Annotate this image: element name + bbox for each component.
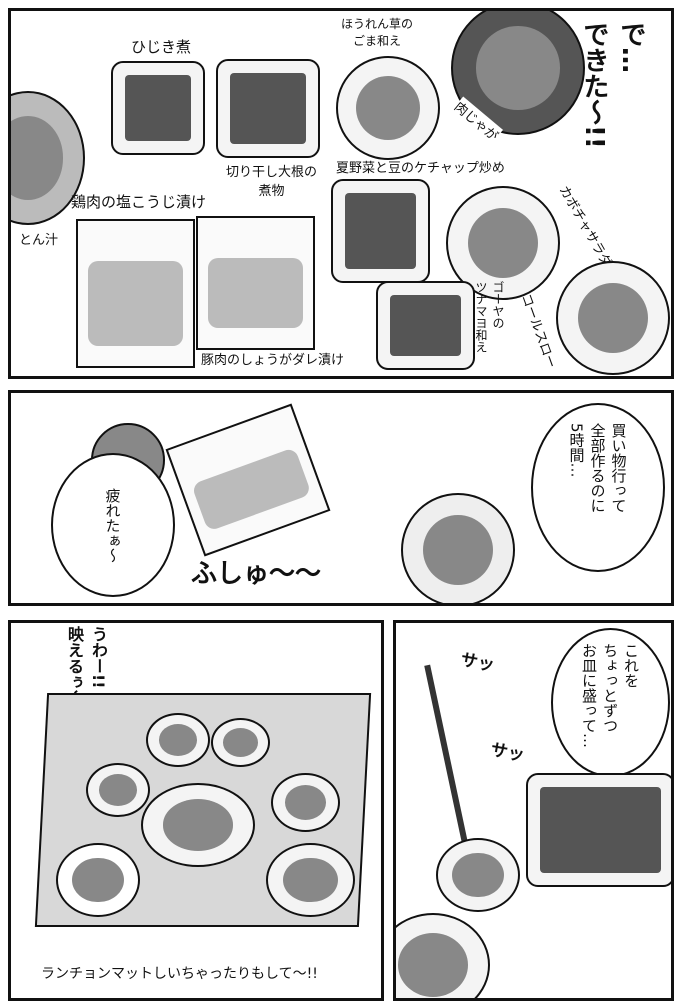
speech-tired: 疲れたぁ〜 xyxy=(103,487,122,563)
soup-bowl xyxy=(266,843,355,917)
spinach-dish xyxy=(336,56,440,160)
kiriboshi-dish xyxy=(216,59,320,158)
label-kabocha: カボチャサラダ xyxy=(555,183,614,270)
label-goya: ゴーヤの ツナマヨ和え xyxy=(474,281,505,353)
natsuyasai-dish xyxy=(331,179,430,283)
sfx-fushu: ふしゅ〜〜 xyxy=(191,559,322,589)
sfx-sa-1: サッ xyxy=(459,650,497,676)
sfx-sa-2: サッ xyxy=(489,740,527,766)
pork-bag xyxy=(196,216,315,350)
coleslaw-dish xyxy=(556,261,670,375)
speech-serve: これを ちょっとずつ お皿に盛って… xyxy=(580,642,640,748)
plate xyxy=(211,718,270,767)
done-exclaim: で… できた〜!! xyxy=(579,21,646,149)
chicken-bag xyxy=(76,219,195,368)
bowl xyxy=(146,713,210,767)
speech-bubble-serve: これを ちょっとずつ お皿に盛って… xyxy=(551,628,670,777)
panel-1: とん汁 ひじき煮 切り干し大根の 煮物 ほうれん草の ごま和え で… できた〜!… xyxy=(8,8,674,379)
label-tonjiru: とん汁 xyxy=(19,233,59,248)
coleslaw-container xyxy=(526,773,671,887)
label-hijiki: ひじき煮 xyxy=(131,38,192,56)
label-spinach: ほうれん草の ごま和え xyxy=(341,17,414,48)
small-bowl xyxy=(396,913,490,998)
speech-five-hours: 買い物行って 全部作るのに 5時間… xyxy=(567,422,628,513)
bowl xyxy=(271,773,340,832)
label-kiriboshi: 切り干し大根の 煮物 xyxy=(226,165,318,199)
nikujaga-bowl xyxy=(451,11,585,135)
label-pork: 豚肉のしょうがダレ漬け xyxy=(201,353,345,368)
goya-dish xyxy=(376,281,475,370)
main-plate xyxy=(141,783,255,867)
caption-luncheon-mat: ランチョンマットしいちゃったりもして〜!! xyxy=(41,966,318,982)
hijiki-dish xyxy=(111,61,205,155)
panel-3: うわー!! 映えるぅ〜〜! ランチョンマットしいちゃったりもして〜!! xyxy=(8,620,384,1001)
panel-2: 疲れたぁ〜 ふしゅ〜〜 買い物行って 全部作るのに 5時間… xyxy=(8,390,674,606)
label-natsuyasai: 夏野菜と豆のケチャップ炒め xyxy=(336,161,505,176)
label-chicken: 鶏肉の塩こうじ漬け xyxy=(71,193,207,211)
speech-bubble-tired: 疲れたぁ〜 xyxy=(51,453,175,597)
panel-4: サッ サッ これを ちょっとずつ お皿に盛って… xyxy=(393,620,674,1001)
small-bowl xyxy=(436,838,520,912)
label-coleslaw: コールスロー xyxy=(517,291,559,371)
bowl xyxy=(86,763,150,817)
rice-bowl xyxy=(56,843,140,917)
speech-bubble-five-hours: 買い物行って 全部作るのに 5時間… xyxy=(531,403,665,572)
food-bags xyxy=(165,403,331,557)
person-head xyxy=(401,493,515,603)
